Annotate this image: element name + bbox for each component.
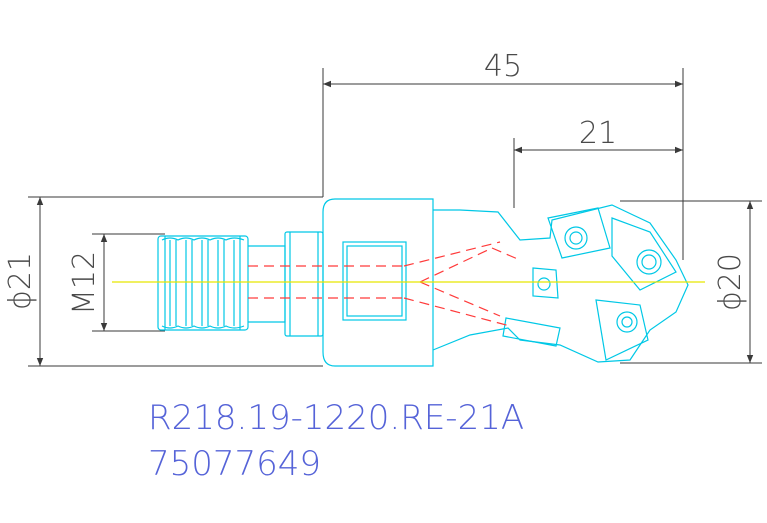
dimension-shank-diameter: ϕ21 <box>3 252 38 310</box>
dimension-overall-length: 45 <box>484 49 522 84</box>
dimension-cutting-diameter: ϕ20 <box>713 253 748 311</box>
tool-outline <box>157 198 689 367</box>
dimension-lines <box>28 68 762 367</box>
part-designation: R218.19-1220.RE-21A <box>148 398 524 438</box>
part-item-number: 75077649 <box>148 444 321 484</box>
hidden-lines <box>248 241 521 327</box>
dimension-thread-size: M12 <box>67 251 102 315</box>
dimension-head-length: 21 <box>579 116 617 151</box>
thread-crests <box>161 237 245 329</box>
